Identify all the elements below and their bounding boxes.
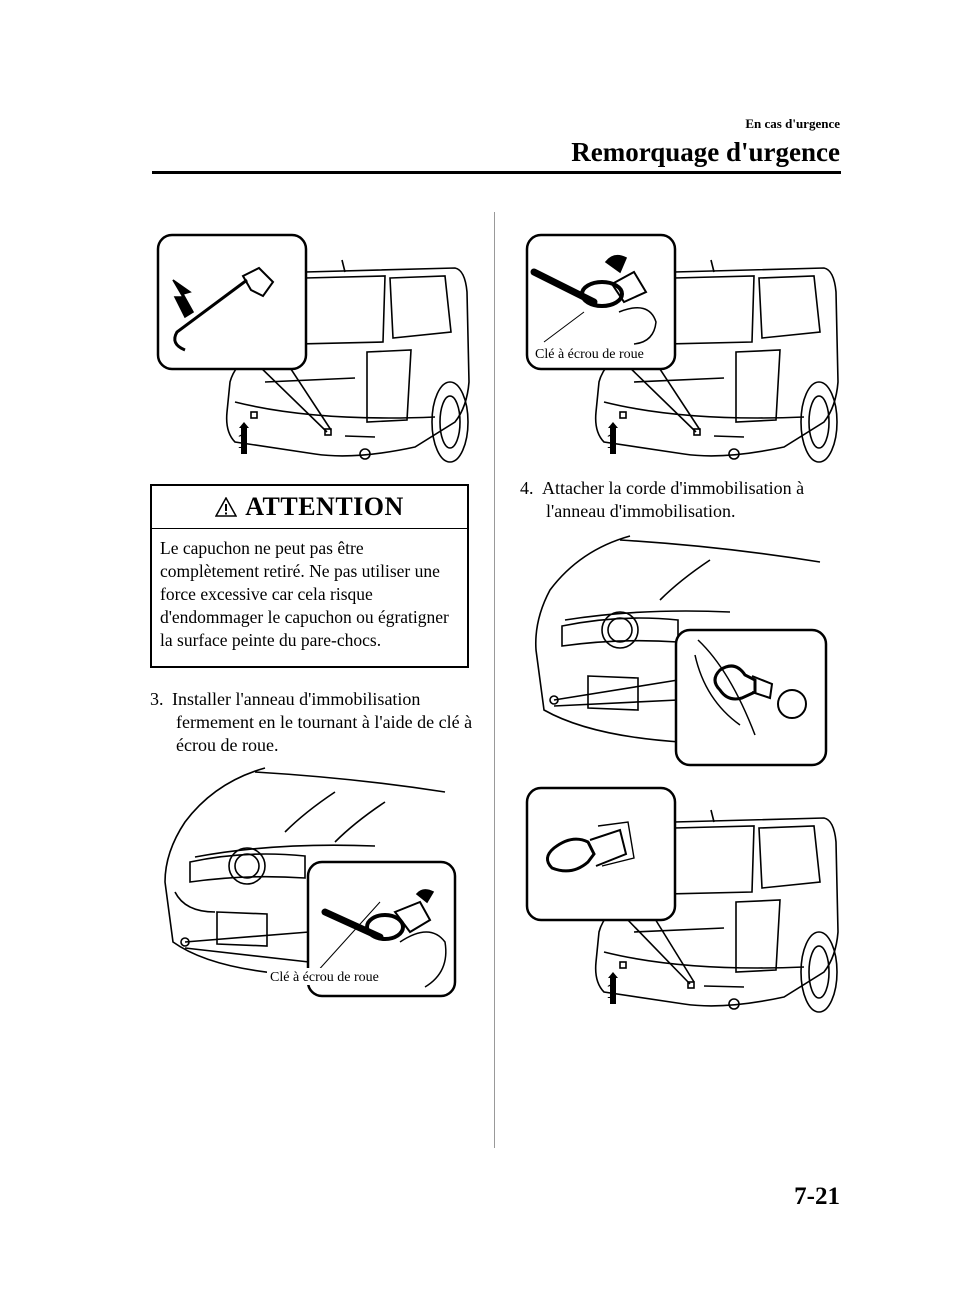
- attention-text: Le capuchon ne peut pas être complètemen…: [160, 538, 449, 650]
- attention-title: ATTENTION: [245, 492, 404, 521]
- step-text-continued: fermement en le tournant à l'aide de clé…: [176, 712, 473, 755]
- figure-front-eye-installed: [530, 530, 830, 770]
- step-number: 3.: [150, 689, 164, 709]
- warning-triangle-icon: [215, 497, 238, 517]
- running-header: En cas d'urgence Remorquage d'urgence: [571, 116, 840, 168]
- step-text: Attacher la corde d'immobilisation à: [542, 478, 805, 498]
- step-3: 3. Installer l'anneau d'immobilisation fe…: [150, 688, 475, 757]
- attention-header: ATTENTION: [152, 486, 467, 529]
- section-title: Remorquage d'urgence: [571, 137, 840, 167]
- column-divider: [494, 212, 495, 1148]
- figure-rear-cap-removal: 1: [155, 232, 475, 472]
- attention-box: ATTENTION Le capuchon ne peut pas être c…: [150, 484, 469, 668]
- chapter-name: En cas d'urgence: [745, 116, 840, 131]
- step-text-continued: l'anneau d'immobilisation.: [546, 501, 736, 521]
- figure-arrow-label: 1: [237, 428, 248, 453]
- figure-callout-label: Clé à écrou de roue: [535, 347, 644, 362]
- header-rule: [152, 171, 841, 174]
- figure-arrow-label: 1: [606, 978, 617, 1003]
- figure-rear-wrench: Clé à écrou de roue 1: [524, 232, 844, 472]
- figure-arrow-label: 1: [606, 428, 617, 453]
- figure-callout-label: Clé à écrou de roue: [270, 970, 379, 985]
- figure-rear-eye-installed: 1: [524, 786, 844, 1026]
- step-text: Installer l'anneau d'immobilisation: [172, 689, 421, 709]
- figure-front-wrench: Clé à écrou de roue: [155, 762, 460, 1002]
- page-number: 7-21: [794, 1183, 840, 1210]
- step-number: 4.: [520, 478, 534, 498]
- step-4: 4. Attacher la corde d'immobilisation à l…: [520, 477, 845, 523]
